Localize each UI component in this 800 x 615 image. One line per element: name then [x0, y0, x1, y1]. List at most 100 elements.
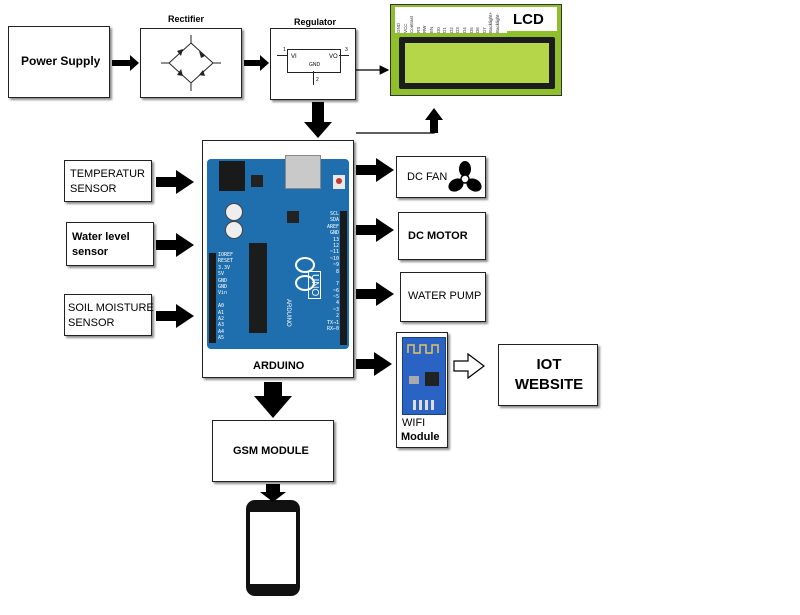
arrow-water-to-arduino	[156, 233, 194, 257]
arrow-gsm-to-phone	[260, 484, 286, 502]
arrow-arduino-to-gsm	[254, 382, 292, 418]
left-pin-label: A3	[218, 322, 225, 329]
regulator-in-lead	[277, 55, 287, 56]
dc-motor-block: DC MOTOR	[398, 212, 486, 260]
bridge-rectifier-icon	[161, 35, 221, 91]
right-pin-header	[340, 211, 347, 345]
wifi-label: WIFI	[402, 417, 426, 429]
arduino-logo-icon	[295, 257, 315, 291]
small-chip	[287, 211, 299, 223]
dc-motor-label: DC MOTOR	[408, 230, 468, 242]
iot-website-label: IOT WEBSITE	[514, 356, 584, 393]
right-pin-label: GND	[329, 230, 339, 237]
right-pin-label: AREF	[326, 223, 339, 230]
esp8266-board	[402, 337, 446, 415]
microcontroller-chip	[249, 243, 267, 333]
voltage-regulator-chip	[251, 175, 263, 187]
rectifier-title: Rectifier	[168, 14, 205, 24]
iot-website-block: IOT WEBSITE	[498, 344, 598, 406]
soil-moisture-sensor-label: SOIL MOISTURE SENSOR	[68, 302, 154, 329]
crystal	[409, 376, 419, 384]
arrow-soil-to-arduino	[156, 304, 194, 328]
water-pump-block: WATER PUMP	[400, 272, 486, 322]
smartphone-screen	[250, 512, 296, 584]
right-pin-label: 12	[332, 242, 339, 249]
regulator-gnd-lead	[313, 71, 314, 85]
right-pin-label: TX→1	[326, 319, 339, 326]
right-pin-label: RX←0	[326, 326, 339, 333]
arrow-wifi-to-iot	[453, 352, 485, 380]
esp-chip	[425, 372, 439, 386]
left-pin-label: 5V	[218, 271, 225, 278]
arrow-arduino-to-fan	[356, 158, 394, 182]
regulator-pin1: 1	[283, 47, 286, 53]
temperature-sensor-label: TEMPERATUR SENSOR	[70, 168, 145, 195]
regulator-title: Regulator	[294, 17, 337, 27]
right-pin-label: 2	[335, 313, 339, 320]
regulator-pin3: 3	[345, 47, 348, 53]
lcd-header	[395, 7, 507, 33]
right-pin-label: 13	[332, 236, 339, 243]
usb-port	[285, 155, 321, 189]
regulator-vo: VO	[329, 54, 338, 60]
water-level-sensor-block: Water level sensor	[66, 222, 154, 266]
arrow-arduino-to-wifi	[356, 352, 392, 376]
power-supply-block: Power Supply	[8, 26, 110, 98]
water-pump-label: WATER PUMP	[408, 290, 482, 302]
right-pin-label: ~6	[332, 287, 339, 294]
left-pin-label: GND	[218, 283, 228, 290]
left-pin-label: 3.3V	[218, 264, 231, 271]
left-pin-label: A1	[218, 309, 225, 316]
left-pin-label: A0	[218, 303, 225, 310]
right-pin-label: ~9	[332, 262, 339, 269]
right-pin-label: 7	[335, 281, 339, 288]
capacitor-1	[225, 203, 243, 221]
dc-fan-block: DC FAN	[396, 156, 486, 198]
water-level-sensor-label: Water level sensor	[72, 231, 130, 258]
esp-pins	[413, 400, 435, 410]
left-pin-label: IOREF	[218, 252, 234, 258]
reset-button	[333, 175, 345, 189]
capacitor-2	[225, 221, 243, 239]
wifi-module-block: WIFI Module	[396, 332, 448, 448]
left-pin-label: A5	[218, 335, 225, 342]
right-pin-label: ~10	[329, 255, 339, 262]
regulator-gnd: GND	[309, 62, 321, 68]
right-pin-label: ~5	[332, 294, 339, 301]
gsm-module-block: GSM MODULE	[212, 420, 334, 482]
arrow-rectifier-to-regulator	[244, 55, 269, 71]
right-pin-label: SCL	[329, 211, 339, 217]
temperature-sensor-block: TEMPERATUR SENSOR	[64, 160, 152, 202]
arrow-arduino-to-pump	[356, 282, 394, 306]
power-supply-label: Power Supply	[21, 54, 101, 68]
left-pin-label: A4	[218, 328, 225, 335]
right-pin-label: 8	[335, 268, 339, 275]
dc-fan-label: DC FAN	[407, 171, 448, 183]
right-pin-label: ~11	[329, 249, 339, 256]
right-pin-label: ~3	[332, 306, 339, 313]
smartphone-icon	[246, 500, 300, 596]
left-pin-label: Vin	[218, 290, 228, 297]
wifi-module-label: Module	[401, 431, 440, 443]
arrow-regulator-to-arduino	[304, 102, 332, 138]
lcd-label-box	[507, 7, 557, 31]
regulator-pin2: 2	[316, 77, 319, 83]
line-arduino-to-lcd	[356, 118, 435, 134]
arrow-arduino-to-motor	[356, 218, 394, 242]
soil-moisture-sensor-block: SOIL MOISTURE SENSOR	[64, 294, 154, 336]
left-pin-label: A2	[218, 315, 225, 322]
antenna-trace-icon	[407, 344, 439, 354]
regulator-vi: VI	[291, 54, 297, 60]
regulator-block: VI VO GND 1 3 2	[270, 28, 356, 100]
lcd-label: LCD	[513, 11, 544, 28]
left-pin-header	[209, 253, 216, 343]
arrow-power-to-rectifier	[112, 55, 139, 71]
left-pin-label: GND	[218, 277, 228, 284]
rectifier-block	[140, 28, 242, 98]
